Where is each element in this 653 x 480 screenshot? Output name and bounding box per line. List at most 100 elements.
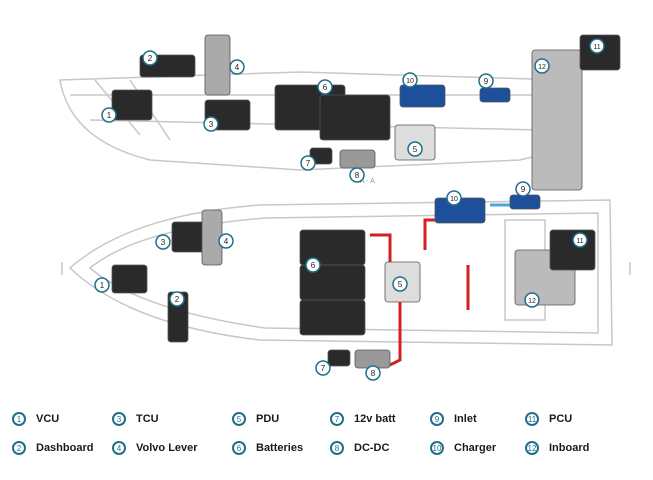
- marker-3: 3: [203, 116, 219, 132]
- svg-text:12: 12: [538, 64, 546, 71]
- lever-component: [204, 34, 231, 96]
- marker-8: 8: [349, 167, 365, 183]
- svg-text:12: 12: [528, 298, 536, 305]
- legend-item-9: 9 Inlet: [430, 412, 477, 426]
- legend-item-5: 5 PDU: [232, 412, 279, 426]
- marker-8: 8: [365, 365, 381, 381]
- marker-5: 5: [407, 141, 423, 157]
- legend-label: 12v batt: [354, 413, 396, 425]
- legend-label: VCU: [36, 413, 60, 425]
- legend-item-4: 4 Volvo Lever: [112, 441, 198, 455]
- legend-number-badge: 8: [330, 441, 344, 455]
- battery-pack-component: [319, 94, 391, 141]
- marker-12: 12: [524, 292, 540, 308]
- legend-number-badge: 11: [525, 412, 539, 426]
- inlet-component: [509, 194, 541, 210]
- marker-9: 9: [515, 181, 531, 197]
- marker-2: 2: [142, 50, 158, 66]
- pcu-component: [549, 229, 596, 271]
- svg-text:10: 10: [406, 78, 414, 85]
- legend-label: PDU: [256, 413, 280, 425]
- legend-item-11: 11 PCU: [525, 412, 572, 426]
- legend-item-7: 7 12v batt: [330, 412, 396, 426]
- svg-text:1: 1: [100, 281, 105, 290]
- legend-label: PCU: [549, 413, 573, 425]
- legend-label: Charger: [454, 442, 497, 454]
- svg-text:1: 1: [107, 111, 112, 120]
- legend-number-badge: 12: [525, 441, 539, 455]
- marker-7: 7: [315, 360, 331, 376]
- svg-text:7: 7: [321, 364, 326, 373]
- vcu-component: [111, 89, 153, 121]
- top-view-hull: [61, 199, 631, 346]
- marker-12: 12: [534, 58, 550, 74]
- svg-text:6: 6: [311, 261, 316, 270]
- marker-4: 4: [229, 59, 245, 75]
- 12v-battery-component: [327, 349, 351, 367]
- section-label: A - A: [360, 178, 375, 185]
- marker-11: 11: [572, 232, 588, 248]
- svg-text:4: 4: [224, 237, 229, 246]
- charger-component: [399, 84, 446, 108]
- svg-text:4: 4: [235, 63, 240, 72]
- svg-text:11: 11: [576, 238, 583, 245]
- svg-text:8: 8: [371, 369, 376, 378]
- legend-label: Inlet: [454, 413, 477, 425]
- marker-9: 9: [478, 73, 494, 89]
- vcu-component: [111, 264, 148, 294]
- legend-label: Volvo Lever: [136, 442, 198, 454]
- legend-label: TCU: [136, 413, 159, 425]
- legend-item-12: 12 Inboard: [525, 441, 589, 455]
- svg-text:6: 6: [323, 83, 328, 92]
- svg-text:2: 2: [148, 54, 153, 63]
- legend-number-badge: 2: [12, 441, 26, 455]
- svg-text:5: 5: [398, 280, 403, 289]
- marker-7: 7: [300, 155, 316, 171]
- legend-item-1: 1 VCU: [12, 412, 59, 426]
- legend-item-3: 3 TCU: [112, 412, 159, 426]
- marker-1: 1: [101, 107, 117, 123]
- marker-5: 5: [392, 276, 408, 292]
- svg-text:9: 9: [484, 77, 489, 86]
- marker-11: 11: [589, 38, 605, 54]
- inlet-component: [479, 87, 511, 103]
- marker-2: 2: [169, 291, 185, 307]
- legend-item-6: 6 Batteries: [232, 441, 303, 455]
- legend-number-badge: 9: [430, 412, 444, 426]
- svg-text:3: 3: [161, 238, 166, 247]
- svg-text:3: 3: [209, 120, 214, 129]
- legend-number-badge: 7: [330, 412, 344, 426]
- marker-10: 10: [446, 190, 462, 206]
- marker-10: 10: [402, 72, 418, 88]
- legend-label: DC-DC: [354, 442, 390, 454]
- marker-4: 4: [218, 233, 234, 249]
- legend-number-badge: 4: [112, 441, 126, 455]
- marker-6: 6: [305, 257, 321, 273]
- svg-text:11: 11: [593, 44, 600, 51]
- marker-6: 6: [317, 79, 333, 95]
- legend-item-10: 10 Charger: [430, 441, 496, 455]
- battery-pack-component: [299, 299, 366, 336]
- legend-label: Inboard: [549, 442, 590, 454]
- lever-component: [201, 209, 223, 266]
- legend-label: Dashboard: [36, 442, 94, 454]
- svg-text:7: 7: [306, 159, 311, 168]
- marker-1: 1: [94, 277, 110, 293]
- legend-number-badge: 10: [430, 441, 444, 455]
- marker-3: 3: [155, 234, 171, 250]
- legend-number-badge: 6: [232, 441, 246, 455]
- svg-text:5: 5: [413, 145, 418, 154]
- dc-dc-component: [339, 149, 376, 169]
- legend-number-badge: 3: [112, 412, 126, 426]
- svg-text:9: 9: [521, 185, 526, 194]
- inboard-motor-component: [531, 49, 583, 191]
- legend-item-2: 2 Dashboard: [12, 441, 93, 455]
- legend-label: Batteries: [256, 442, 304, 454]
- svg-text:10: 10: [450, 196, 458, 203]
- svg-text:2: 2: [175, 295, 180, 304]
- svg-text:8: 8: [355, 171, 360, 180]
- legend-number-badge: 5: [232, 412, 246, 426]
- legend-number-badge: 1: [12, 412, 26, 426]
